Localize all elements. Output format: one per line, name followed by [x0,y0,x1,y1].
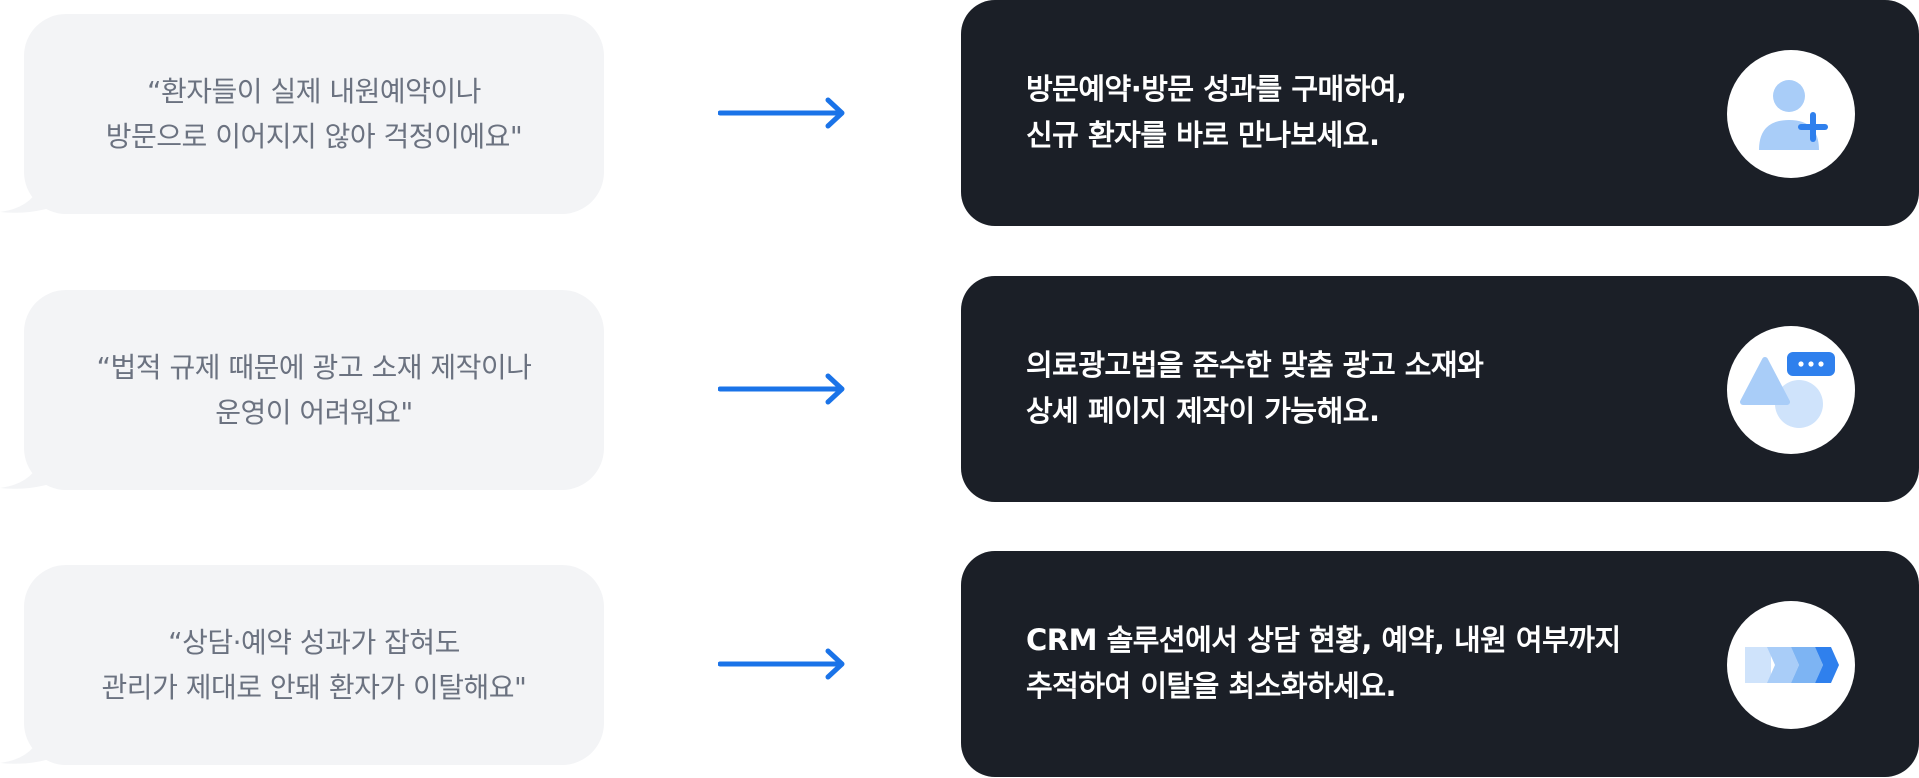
solution-line-2: 상세 페이지 제작이 가능해요. [1026,394,1380,428]
problem-line-2: 방문으로 이어지지 않아 걱정이에요" [105,120,523,153]
pipeline-steps-icon [1745,647,1839,683]
icon-badge [1727,50,1855,178]
solution-card: CRM 솔루션에서 상담 현황, 예약, 내원 여부까지 추적하여 이탈을 최소… [961,551,1919,777]
problem-line-1: “상담·예약 성과가 잡혀도 [168,626,460,659]
solution-text: 방문예약·방문 성과를 구매하여, 신규 환자를 바로 만나보세요. [1026,66,1407,158]
solution-line-2: 추적하여 이탈을 최소화하세요. [1026,669,1397,703]
icon-badge [1727,601,1855,729]
solution-text: 의료광고법을 준수한 맞춤 광고 소재와 상세 페이지 제작이 가능해요. [1026,342,1484,434]
solution-line-1: 의료광고법을 준수한 맞춤 광고 소재와 [1026,348,1484,382]
ad-creative-icon [1740,352,1835,428]
solution-line-1: 방문예약·방문 성과를 구매하여, [1026,72,1407,106]
comparison-row-1: “환자들이 실제 내원예약이나 방문으로 이어지지 않아 걱정이에요" 방문예약… [0,0,1919,226]
right-arrow-icon [718,648,845,680]
solution-card: 방문예약·방문 성과를 구매하여, 신규 환자를 바로 만나보세요. [961,0,1919,226]
problem-line-1: “환자들이 실제 내원예약이나 [147,75,481,108]
comparison-row-2: “법적 규제 때문에 광고 소재 제작이나 운영이 어려워요" 의료광고법을 준… [0,276,1919,502]
problem-line-1: “법적 규제 때문에 광고 소재 제작이나 [96,351,532,384]
solution-line-1: CRM 솔루션에서 상담 현황, 예약, 내원 여부까지 [1026,623,1621,657]
problem-line-2: 관리가 제대로 안돼 환자가 이탈해요" [101,671,527,704]
problem-quote: “환자들이 실제 내원예약이나 방문으로 이어지지 않아 걱정이에요" [105,69,523,159]
problem-quote: “법적 규제 때문에 광고 소재 제작이나 운영이 어려워요" [97,345,532,435]
problem-quote: “상담·예약 성과가 잡혀도 관리가 제대로 안돼 환자가 이탈해요" [102,620,527,710]
problem-line-2: 운영이 어려워요" [215,396,413,429]
comparison-row-3: “상담·예약 성과가 잡혀도 관리가 제대로 안돼 환자가 이탈해요" CRM … [0,551,1919,777]
right-arrow-icon [718,97,845,129]
icon-badge [1727,326,1855,454]
solution-card: 의료광고법을 준수한 맞춤 광고 소재와 상세 페이지 제작이 가능해요. [961,276,1919,502]
right-arrow-icon [718,373,845,405]
solution-line-2: 신규 환자를 바로 만나보세요. [1026,118,1380,152]
add-user-icon [1759,80,1828,150]
solution-text: CRM 솔루션에서 상담 현황, 예약, 내원 여부까지 추적하여 이탈을 최소… [1026,617,1621,709]
